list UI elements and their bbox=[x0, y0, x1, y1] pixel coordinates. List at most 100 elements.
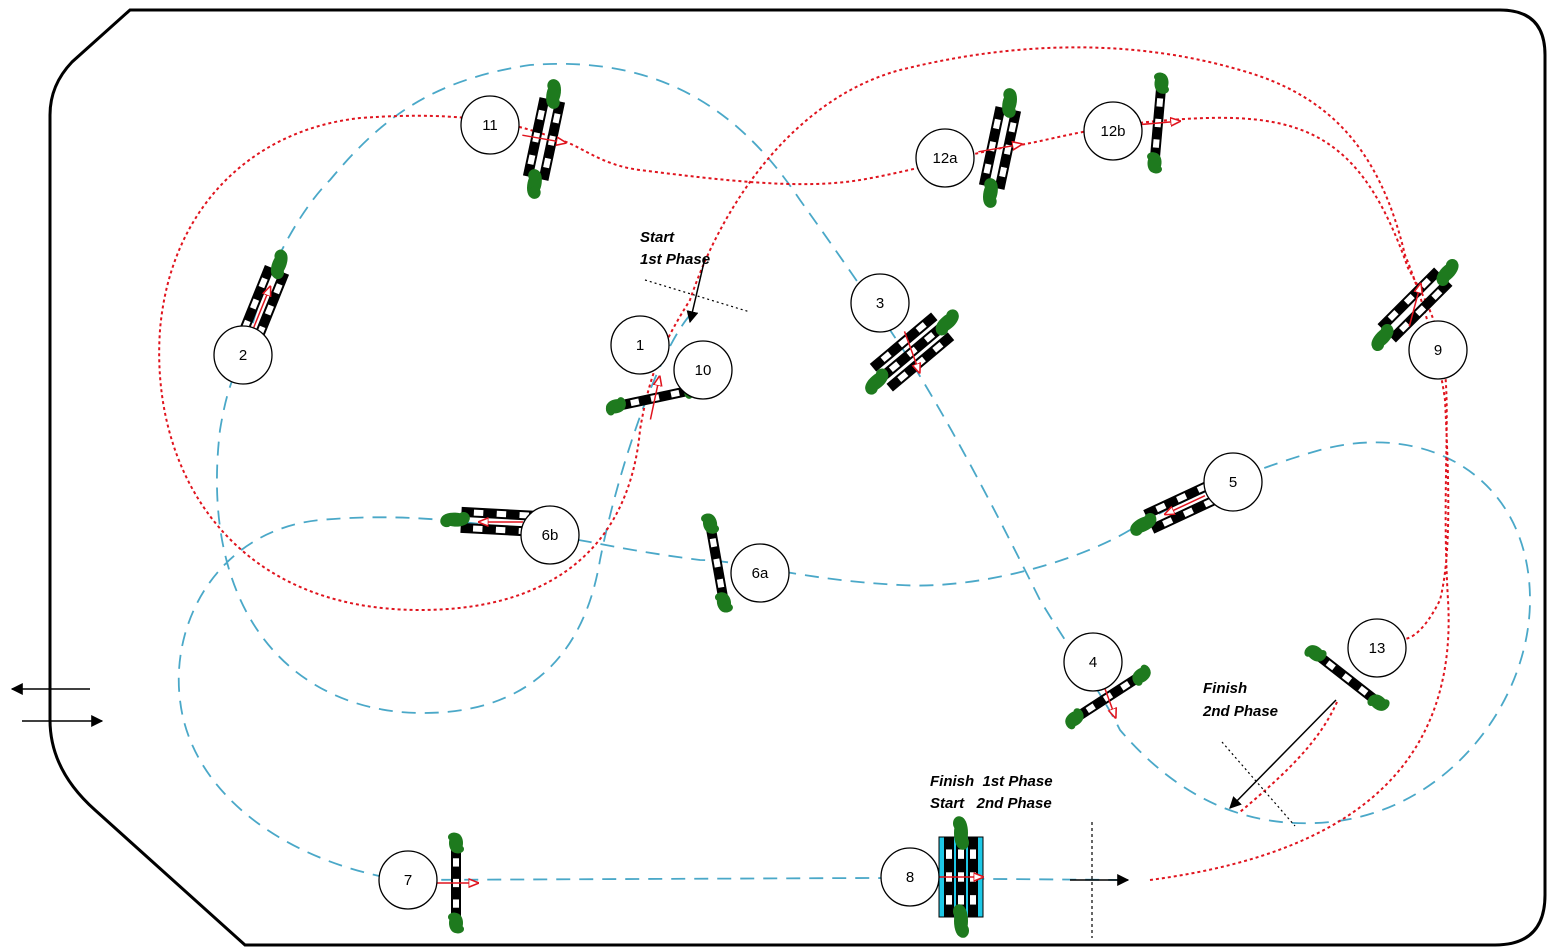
shrub bbox=[528, 169, 541, 182]
shrub bbox=[1147, 152, 1160, 162]
number-circle bbox=[1347, 618, 1407, 678]
pole-stripe bbox=[1341, 673, 1353, 683]
pole-stripe bbox=[273, 283, 283, 295]
number-label: 12b bbox=[1100, 123, 1125, 140]
pole-stripe bbox=[1008, 122, 1017, 133]
direction-arrow-5 bbox=[1165, 495, 1206, 515]
shrub bbox=[1140, 664, 1151, 676]
pole-stripe bbox=[709, 538, 718, 548]
shrub bbox=[1367, 695, 1378, 706]
obstacle-number-8: 8 bbox=[880, 847, 940, 907]
shrub bbox=[457, 512, 470, 525]
pole-stripe bbox=[999, 166, 1007, 178]
pole-stripe bbox=[713, 558, 721, 568]
obstacle-number-10: 10 bbox=[673, 340, 733, 400]
obstacle-number-3: 3 bbox=[850, 273, 910, 333]
pole-stripe bbox=[970, 849, 976, 859]
pole-stripe bbox=[1182, 507, 1194, 517]
shrub bbox=[1003, 105, 1016, 118]
number-circle bbox=[880, 847, 940, 907]
number-label: 2 bbox=[239, 347, 247, 364]
obstacle-12a bbox=[978, 88, 1022, 208]
number-label: 5 bbox=[1229, 474, 1237, 491]
obstacle-number-11: 11 bbox=[460, 95, 520, 155]
finish-first-label-2: Start 2nd Phase bbox=[930, 795, 1052, 812]
pole-stripe bbox=[970, 895, 976, 905]
shrub bbox=[1316, 650, 1327, 661]
shrub bbox=[984, 195, 997, 208]
pole-stripe bbox=[1156, 98, 1164, 107]
pole-stripe bbox=[983, 163, 992, 174]
finish-second-label-2: 2nd Phase bbox=[1202, 703, 1278, 720]
pole-stripe bbox=[1431, 289, 1443, 300]
direction-arrow-2 bbox=[253, 287, 270, 328]
shrub bbox=[1065, 718, 1076, 730]
shrub bbox=[271, 266, 284, 280]
pole-stripe bbox=[537, 109, 545, 121]
start-first-label-2: 1st Phase bbox=[640, 251, 710, 268]
shrub bbox=[875, 368, 889, 381]
pole-stripe bbox=[923, 331, 936, 343]
obstacle-13 bbox=[1304, 645, 1390, 711]
shrub bbox=[720, 603, 733, 613]
pole-stripe bbox=[946, 895, 952, 905]
obstacle-numbers: 1 2 3 4 5 6a 6b 7 8 9 10 11 12a 12b 13 bbox=[213, 95, 1468, 910]
number-label: 13 bbox=[1369, 640, 1386, 657]
pole-stripe bbox=[1152, 139, 1160, 148]
pole-stripe bbox=[264, 304, 274, 316]
shrub bbox=[1143, 513, 1157, 526]
shrub bbox=[448, 832, 460, 842]
shrub bbox=[707, 524, 720, 534]
number-label: 10 bbox=[695, 362, 712, 379]
obstacle-6a bbox=[701, 513, 733, 613]
shrub bbox=[1073, 708, 1084, 720]
shrub bbox=[865, 382, 878, 395]
number-circle bbox=[915, 128, 975, 188]
obstacle-number-6a: 6a bbox=[730, 543, 790, 603]
number-label: 12a bbox=[932, 150, 958, 167]
shrub bbox=[1130, 523, 1143, 536]
obstacle-number-7: 7 bbox=[378, 850, 438, 910]
pole-stripe bbox=[946, 849, 952, 859]
number-label: 1 bbox=[636, 337, 644, 354]
shrub bbox=[616, 397, 626, 410]
number-circle bbox=[378, 850, 438, 910]
pole-stripe bbox=[888, 361, 901, 373]
shrub bbox=[946, 309, 959, 322]
shrub bbox=[1304, 645, 1315, 657]
number-label: 8 bbox=[906, 869, 914, 886]
shrub bbox=[440, 515, 453, 528]
pole-stripe bbox=[670, 389, 680, 398]
number-label: 9 bbox=[1434, 342, 1442, 359]
pole-stripe bbox=[1120, 681, 1131, 691]
second-phase-path bbox=[158, 46, 1450, 881]
pole-stripe bbox=[1085, 703, 1096, 713]
shrub bbox=[1132, 674, 1143, 686]
pole-stripe bbox=[543, 157, 551, 169]
number-circle bbox=[610, 315, 670, 375]
pole-stripe bbox=[1387, 310, 1399, 321]
shrub bbox=[547, 96, 560, 109]
shrub bbox=[452, 844, 464, 854]
arena-border bbox=[48, 8, 1547, 947]
number-label: 4 bbox=[1089, 654, 1097, 671]
shrub bbox=[984, 178, 997, 191]
pole-stripe bbox=[993, 118, 1001, 130]
start-first-label-1: Start bbox=[640, 229, 675, 246]
pole-stripe bbox=[880, 351, 892, 363]
shrub bbox=[1003, 88, 1016, 101]
number-circle bbox=[673, 340, 733, 400]
pole-stripe bbox=[630, 398, 640, 407]
pole-stripe bbox=[1399, 321, 1410, 333]
pole-stripe bbox=[453, 899, 459, 908]
obstacle-number-12b: 12b bbox=[1083, 101, 1143, 161]
pole-stripe bbox=[716, 578, 725, 588]
shrub bbox=[274, 249, 287, 263]
finish-second-label-1: Finish bbox=[1203, 680, 1247, 697]
shrub bbox=[1371, 338, 1385, 352]
number-label: 6b bbox=[542, 527, 559, 544]
finish-first-start-second-marker: Finish 1st Phase Start 2nd Phase bbox=[930, 773, 1130, 938]
shrub bbox=[957, 923, 969, 938]
number-circle bbox=[1063, 632, 1123, 692]
second-phase-to-13 bbox=[1239, 701, 1338, 813]
